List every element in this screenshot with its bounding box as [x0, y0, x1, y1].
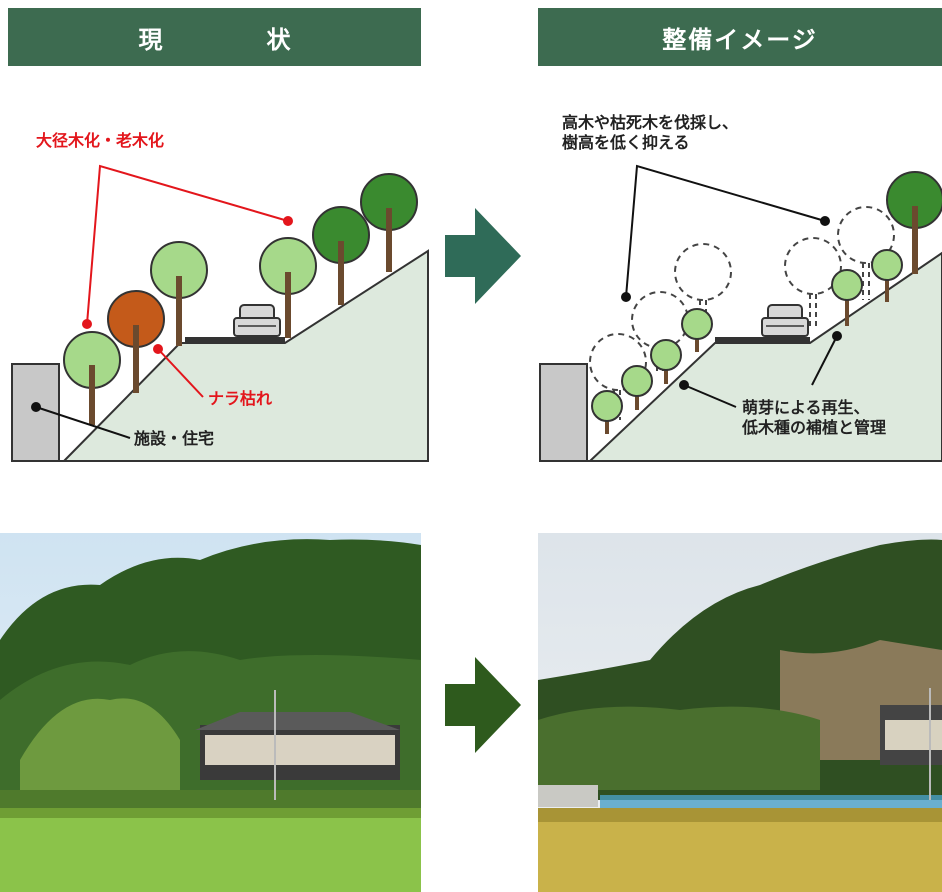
- tree: [150, 241, 208, 346]
- right-arrow-icon: [445, 657, 521, 753]
- young-trees: [591, 249, 903, 434]
- current-header: 現 状: [8, 8, 421, 66]
- tree-dark: [360, 173, 418, 272]
- callout-wilt-line: [157, 348, 204, 398]
- callout-aging-line: [86, 164, 289, 325]
- label-oak-wilt: ナラ枯れ: [208, 389, 273, 408]
- label-aging: 大径木化・老木化: [36, 131, 165, 150]
- current-diagram: [11, 164, 429, 462]
- callout-facility-line: [35, 406, 131, 439]
- tree: [63, 331, 121, 425]
- photo-current: [0, 533, 421, 892]
- callout-cutting-line: [625, 164, 826, 298]
- future-diagram: [539, 164, 942, 462]
- label-cutting-line2: 樹高を低く抑える: [562, 133, 690, 152]
- tree-wilt: [107, 290, 165, 393]
- callout-regen-line: [683, 384, 737, 408]
- label-cutting-line1: 高木や枯死木を伐採し、: [562, 113, 739, 132]
- right-arrow-icon: [445, 208, 521, 304]
- label-facility: 施設・住宅: [134, 429, 215, 448]
- photo-future: [538, 533, 942, 892]
- car-icon: [761, 304, 809, 337]
- tree-dark: [312, 206, 370, 305]
- tree-dark: [886, 171, 942, 274]
- future-header: 整備イメージ: [538, 8, 942, 66]
- label-regen-line2: 低木種の補植と管理: [742, 418, 887, 437]
- car-icon: [233, 304, 281, 337]
- building-icon: [539, 363, 588, 462]
- tree: [259, 237, 317, 338]
- label-regen-line1: 萌芽による再生、: [742, 398, 870, 417]
